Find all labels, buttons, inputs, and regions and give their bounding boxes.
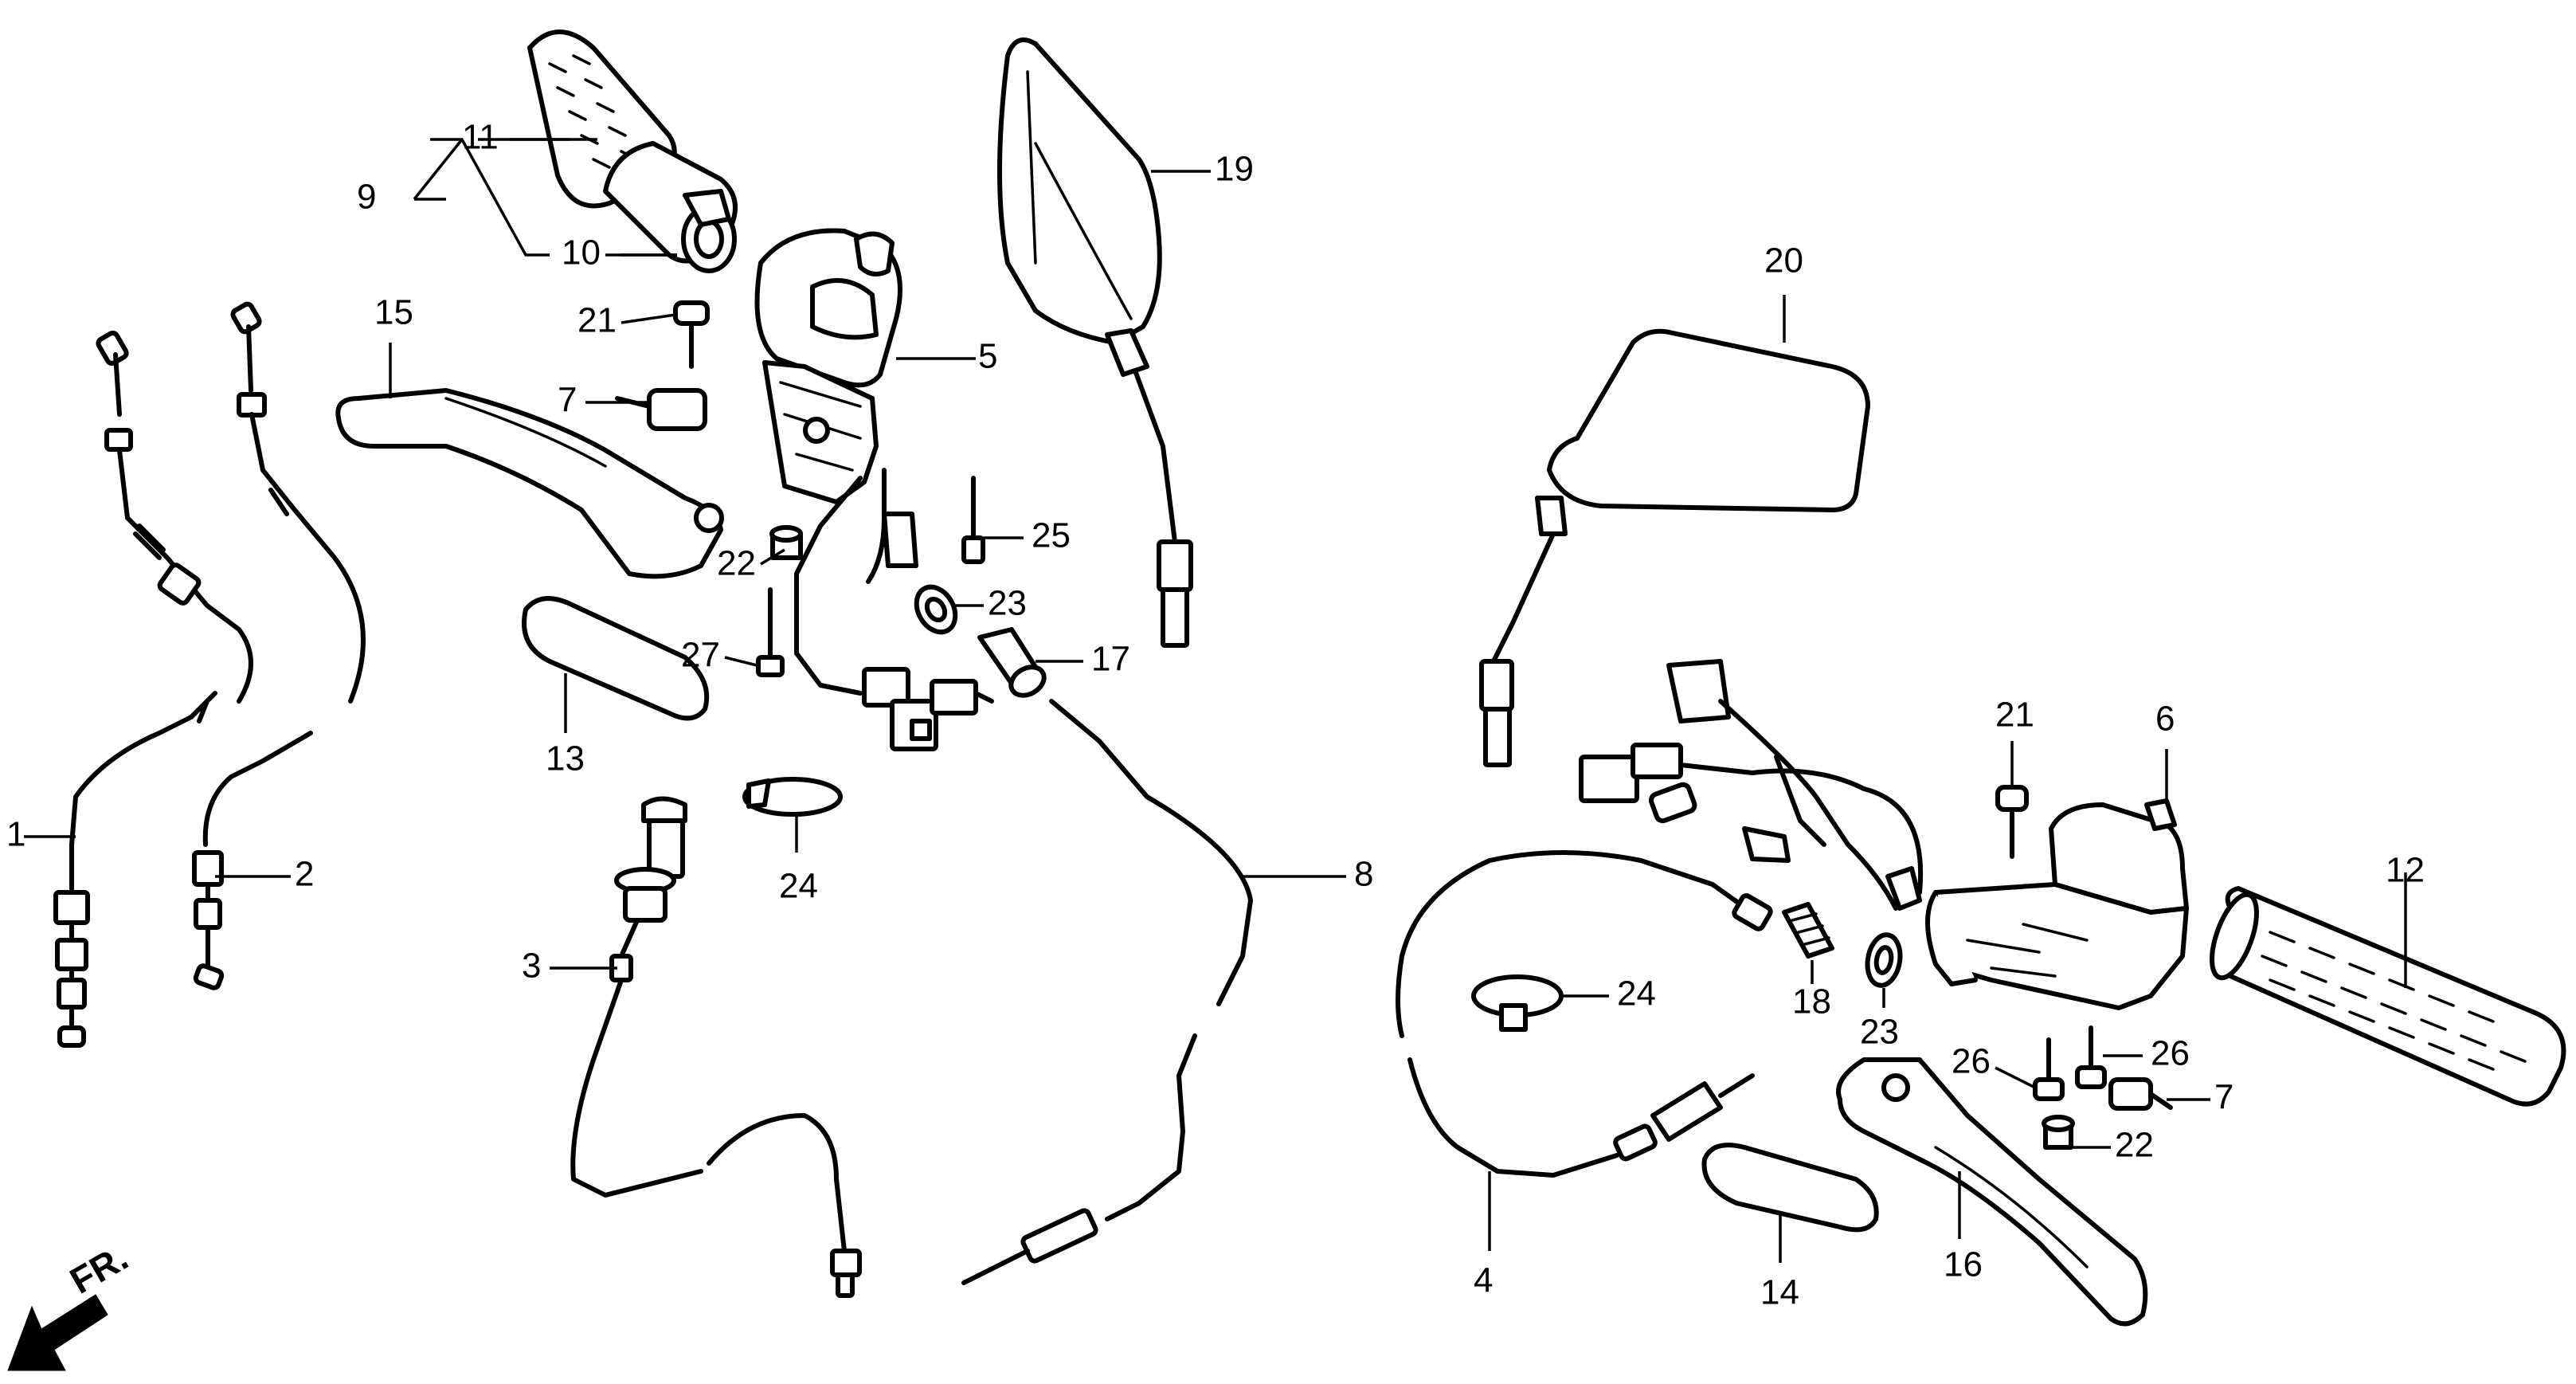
left-switch-wiring [794,468,994,751]
left-switch-housing-5[interactable] [754,228,902,504]
callout-9: 9 [357,178,376,217]
throttle-sleeve-10[interactable] [603,141,738,273]
callout-labels: 1 2 3 4 5 6 7 7 8 9 10 11 12 13 14 15 16… [6,118,2425,1312]
callout-25: 25 [1032,516,1071,555]
throttle-cable-1[interactable] [53,330,253,1048]
throttle-grip-12[interactable] [2203,886,2566,1107]
lever-cover-14[interactable] [1701,1143,1879,1233]
screw-27[interactable] [756,587,785,677]
callout-5: 5 [978,337,997,376]
screw-25[interactable] [961,476,985,564]
adjuster-ring-23[interactable] [909,580,963,639]
callout-20: 20 [1764,241,1803,280]
screw-21[interactable] [673,300,710,369]
screw-26a[interactable] [2033,1037,2065,1101]
callout-8: 8 [1354,855,1373,894]
callout-6: 6 [2155,700,2175,739]
switch-7-right[interactable] [2108,1077,2173,1111]
front-direction-label: FR. [63,1237,135,1302]
callout-24a: 24 [779,867,818,906]
callout-4: 4 [1474,1261,1493,1300]
callout-27: 27 [681,636,720,675]
callout-23a: 23 [988,584,1027,623]
callout-18: 18 [1792,982,1831,1021]
callout-19: 19 [1215,150,1254,189]
callout-22a: 22 [717,544,756,583]
callout-7b: 7 [2214,1078,2233,1117]
clutch-lever-15[interactable] [335,388,724,579]
adjuster-ring-23-right[interactable] [1864,932,1905,988]
cable-band-24[interactable] [742,777,843,817]
leader-lines [24,138,2407,1263]
front-direction-arrow-icon: FR. [7,1237,135,1371]
choke-knob-7[interactable] [615,388,707,431]
callout-21a: 21 [577,301,617,340]
brake-lever-16[interactable] [1836,1057,2148,1327]
right-switch-wiring [1579,659,1924,911]
callout-1: 1 [6,815,25,854]
callout-3: 3 [522,947,541,986]
callout-15: 15 [374,293,413,332]
callout-23b: 23 [1860,1013,1899,1052]
callout-11: 11 [462,118,499,157]
choke-cable-3[interactable] [570,796,862,1298]
callout-14: 14 [1760,1273,1799,1312]
screw-26b[interactable] [2075,1025,2107,1089]
callout-2: 2 [295,855,314,894]
callout-13: 13 [546,739,585,778]
cap-nut-22-right[interactable] [2042,1115,2075,1150]
throttle-cable-2[interactable] [192,301,366,990]
cable-4[interactable] [1396,850,1773,1178]
callout-21b: 21 [1995,696,2034,735]
cap-nut-22[interactable] [769,525,803,560]
callout-22b: 22 [2115,1126,2154,1165]
cable-band-24-right[interactable] [1471,974,1564,1032]
callout-17: 17 [1091,640,1130,679]
mirror-19[interactable] [997,37,1193,648]
right-switch-housing-6[interactable] [1925,798,2189,1010]
callout-26a: 26 [1952,1042,1991,1081]
callout-26b: 26 [2151,1034,2190,1073]
callout-16: 16 [1944,1245,1983,1284]
mirror-20[interactable] [1479,328,1870,767]
cable-adjuster-18[interactable] [1782,902,1834,959]
callout-7a: 7 [558,381,577,420]
callout-24b: 24 [1617,974,1656,1013]
callout-10: 10 [562,233,601,272]
callout-12: 12 [2386,851,2425,890]
lever-cover-13[interactable] [522,596,710,721]
cable-adjuster-17[interactable] [977,627,1049,701]
clutch-cable-8[interactable] [961,699,1253,1285]
screw-21-right[interactable] [1995,785,2029,859]
